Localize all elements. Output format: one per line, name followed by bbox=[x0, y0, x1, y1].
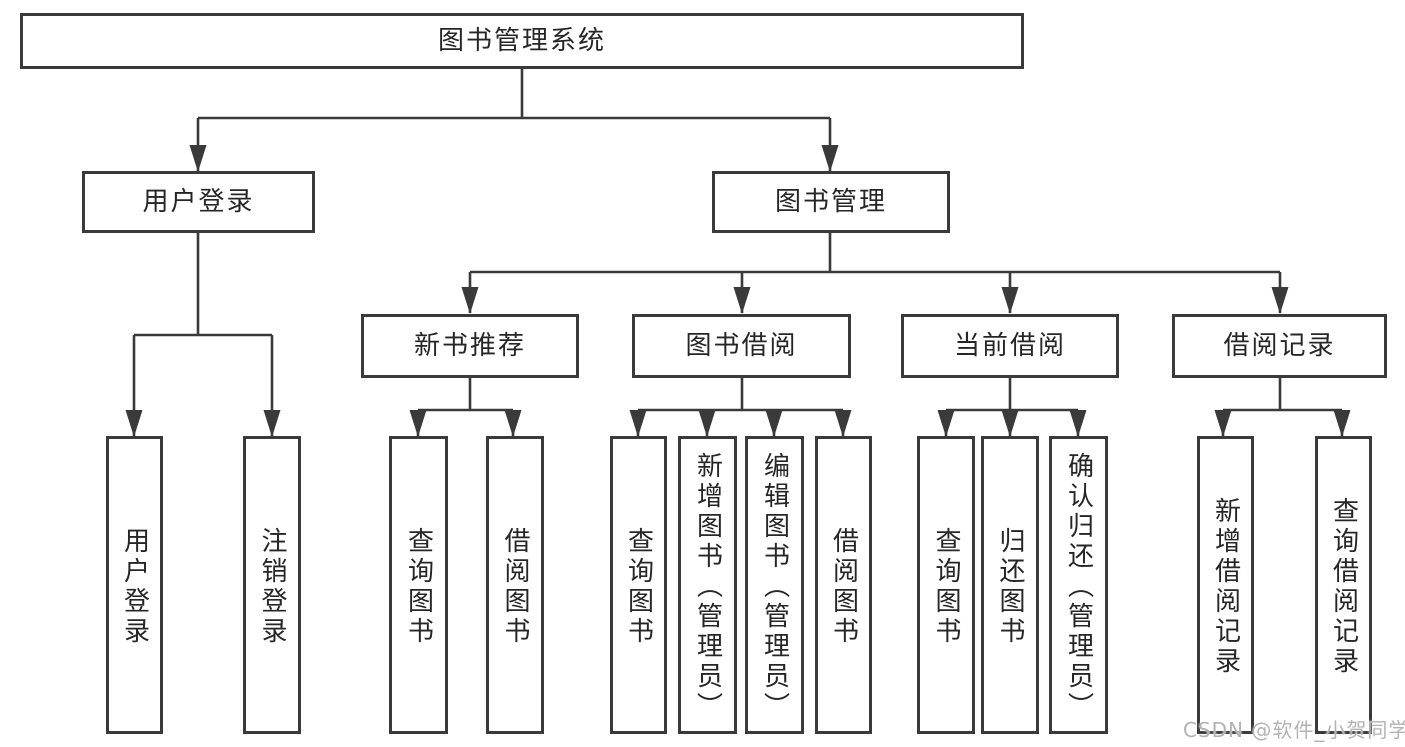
leaf-add-books-admin: 新增图书（管理员） bbox=[678, 436, 737, 734]
node-new-book-recommend-label: 新书推荐 bbox=[413, 331, 526, 361]
leaf-query-books-borrowing: 查询图书 bbox=[610, 436, 667, 734]
leaf-logout-label: 注销登录 bbox=[257, 527, 287, 647]
node-borrow-records-label: 借阅记录 bbox=[1223, 331, 1336, 361]
leaf-add-books-admin-label: 新增图书（管理员） bbox=[692, 452, 723, 722]
leaf-add-borrow-record: 新增借阅记录 bbox=[1197, 436, 1254, 734]
leaf-logout: 注销登录 bbox=[243, 436, 301, 734]
leaf-return-books: 归还图书 bbox=[981, 436, 1039, 734]
leaf-edit-books-admin: 编辑图书（管理员） bbox=[745, 436, 804, 734]
node-book-borrowing-label: 图书借阅 bbox=[685, 331, 798, 361]
leaf-query-books-borrowing-label: 查询图书 bbox=[623, 527, 654, 647]
leaf-query-books-recommend: 查询图书 bbox=[389, 436, 448, 734]
leaf-query-borrow-record: 查询借阅记录 bbox=[1315, 436, 1372, 734]
node-user-login-label: 用户登录 bbox=[142, 187, 255, 217]
leaf-borrow-books-recommend-label: 借阅图书 bbox=[500, 527, 530, 647]
leaf-user-login-label: 用户登录 bbox=[119, 527, 150, 647]
node-book-management: 图书管理 bbox=[712, 171, 950, 233]
leaf-confirm-return-admin-label: 确认归还（管理员） bbox=[1063, 452, 1094, 722]
csdn-watermark: CSDN @软件_小贺同学 bbox=[1183, 718, 1405, 742]
node-library-system-label: 图书管理系统 bbox=[437, 26, 606, 56]
leaf-user-login: 用户登录 bbox=[106, 436, 163, 734]
node-book-borrowing: 图书借阅 bbox=[632, 314, 851, 378]
leaf-add-borrow-record-label: 新增借阅记录 bbox=[1210, 497, 1241, 677]
leaf-query-books-current-label: 查询图书 bbox=[931, 527, 961, 647]
node-current-borrowing-label: 当前借阅 bbox=[953, 331, 1066, 361]
leaf-query-books-current: 查询图书 bbox=[917, 436, 975, 734]
node-current-borrowing: 当前借阅 bbox=[901, 314, 1119, 378]
node-library-system: 图书管理系统 bbox=[20, 13, 1024, 69]
leaf-edit-books-admin-label: 编辑图书（管理员） bbox=[759, 452, 790, 722]
node-borrow-records: 借阅记录 bbox=[1172, 314, 1387, 378]
leaf-borrow-books-recommend: 借阅图书 bbox=[486, 436, 544, 734]
leaf-borrow-books: 借阅图书 bbox=[815, 436, 872, 734]
node-user-login: 用户登录 bbox=[82, 171, 315, 233]
leaf-confirm-return-admin: 确认归还（管理员） bbox=[1049, 436, 1108, 734]
leaf-return-books-label: 归还图书 bbox=[995, 527, 1025, 647]
leaf-query-borrow-record-label: 查询借阅记录 bbox=[1328, 497, 1359, 677]
leaf-query-books-recommend-label: 查询图书 bbox=[403, 527, 434, 647]
node-book-management-label: 图书管理 bbox=[774, 187, 887, 217]
node-new-book-recommend: 新书推荐 bbox=[361, 314, 579, 378]
leaf-borrow-books-label: 借阅图书 bbox=[828, 527, 859, 647]
